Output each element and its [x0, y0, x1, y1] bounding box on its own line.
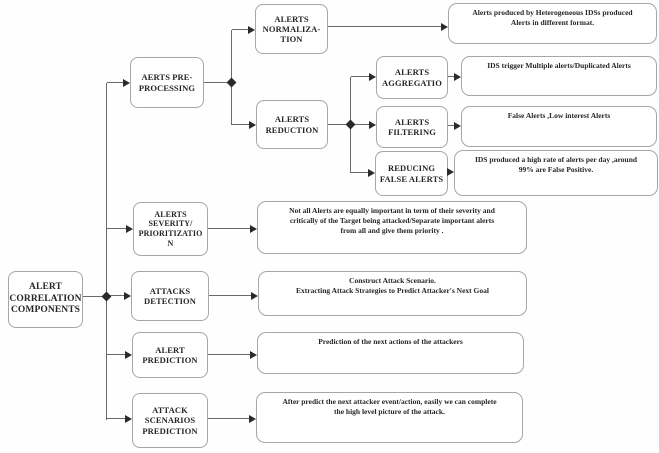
desc-attack-scenarios-prediction: After predict the next attacker event/ac…	[256, 392, 523, 443]
connector-to-reduction	[232, 124, 249, 126]
arrowhead-icon	[123, 79, 130, 87]
connector-to-filtering	[351, 124, 369, 126]
arrowhead-icon	[441, 23, 448, 31]
connector-to-severity	[107, 228, 126, 230]
arrowhead-icon	[251, 292, 258, 300]
connector-root-to-trunk	[83, 296, 107, 298]
node-alerts-reduction: ALERTS REDUCTION	[256, 100, 328, 149]
connector-trunk-root	[106, 83, 108, 420]
desc-alert-prediction: Prediction of the next actions of the at…	[257, 332, 524, 374]
node-attacks-detection: ATTACKS DETECTION	[131, 271, 209, 321]
arrowhead-icon	[369, 73, 376, 81]
connector-to-normalization	[232, 29, 248, 31]
desc-alerts-filtering: False Alerts ,Low interest Alerts	[461, 106, 657, 147]
arrowhead-icon	[248, 26, 255, 34]
node-alert-prediction: ALERT PREDICTION	[132, 332, 208, 378]
junction-diamond-icon	[345, 119, 356, 130]
connector-to-detection	[107, 295, 124, 297]
connector-filtering-to-desc	[448, 125, 454, 127]
connector-to-attack-scenarios	[107, 418, 125, 420]
node-alerts-aggregation: ALERTS AGGREGATIO	[376, 56, 448, 99]
node-alert-correlation-components: ALERT CORRELATION COMPONENTS	[8, 271, 83, 328]
desc-alerts-normalization: Alerts produced by Heterogeneous IDSs pr…	[448, 3, 657, 44]
arrowhead-icon	[369, 121, 376, 129]
arrowhead-icon	[126, 225, 133, 233]
connector-normalization-to-desc	[328, 26, 441, 28]
connector-to-aggregation	[351, 76, 369, 78]
arrowhead-icon	[447, 168, 454, 176]
junction-diamond-icon	[226, 77, 237, 88]
arrowhead-icon	[454, 73, 461, 81]
arrowhead-icon	[124, 292, 131, 300]
arrowhead-icon	[249, 121, 256, 129]
connector-trunk-preprocessing	[231, 30, 233, 125]
junction-diamond-icon	[101, 291, 112, 302]
connector-severity-to-desc	[208, 228, 250, 230]
arrowhead-icon	[250, 351, 257, 359]
desc-reducing-false-alerts: IDS produced a high rate of alerts per d…	[454, 150, 658, 196]
arrowhead-icon	[125, 415, 132, 423]
connector-reduction-to-trunk	[328, 124, 351, 126]
node-alerts-preprocessing: AERTS PRE- PROCESSING	[130, 57, 204, 108]
arrowhead-icon	[125, 351, 132, 359]
node-alerts-severity-prioritization: ALERTS SEVERITY/ PRIORITIZATIO N	[133, 202, 208, 256]
arrowhead-icon	[249, 415, 256, 423]
connector-to-preprocessing	[107, 82, 123, 84]
connector-to-reducing-false	[351, 172, 368, 174]
arrowhead-icon	[454, 122, 461, 130]
connector-to-alert-prediction	[107, 354, 125, 356]
node-reducing-false-alerts: REDUCING FALSE ALERTS	[375, 151, 448, 196]
connector-detection-to-desc	[209, 295, 251, 297]
connector-attack-scenarios-to-desc	[208, 418, 249, 420]
connector-preprocessing-to-trunk	[204, 82, 232, 84]
arrowhead-icon	[368, 169, 375, 177]
desc-attacks-detection: Construct Attack Scenario. Extracting At…	[258, 271, 527, 316]
arrowhead-icon	[250, 225, 257, 233]
connector-alert-prediction-to-desc	[208, 354, 250, 356]
connector-aggregation-to-desc	[448, 76, 454, 78]
node-attack-scenarios-prediction: ATTACK SCENARIOS PREDICTION	[132, 393, 208, 448]
desc-alerts-aggregation: IDS trigger Multiple alerts/Duplicated A…	[461, 56, 657, 96]
node-alerts-filtering: ALERTS FILTERING	[376, 106, 448, 148]
desc-alerts-severity: Not all Alerts are equally important in …	[257, 201, 527, 254]
node-alerts-normalization: ALERTS NORMALIZA- TION	[255, 4, 328, 54]
